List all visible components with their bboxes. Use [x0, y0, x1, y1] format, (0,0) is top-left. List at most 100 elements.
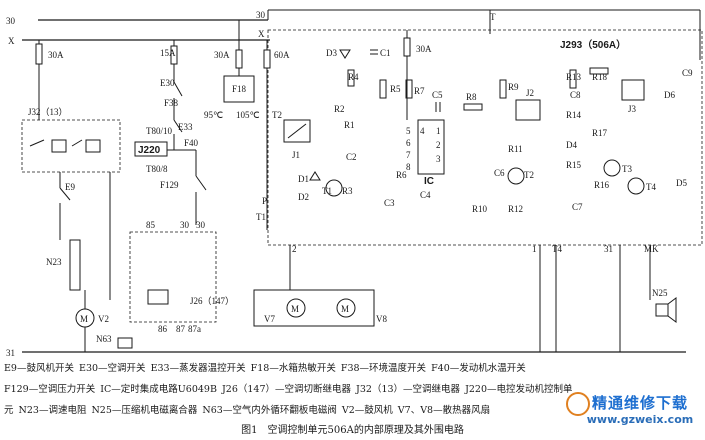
n25-speaker-shape — [667, 297, 677, 323]
v7-motor-m: M — [291, 304, 299, 314]
f18-label: F18 — [232, 84, 247, 94]
pin31-label: 31 — [604, 244, 613, 254]
pin87-label: 87 — [176, 324, 186, 334]
ic-pin-8: 8 — [406, 162, 411, 172]
legend-line-1: E9—鼓风机开关 E30—空调开关 E33—蒸发器温控开关 F18—水箱热敏开关… — [4, 358, 701, 379]
f18-thermo-switch — [223, 75, 255, 103]
legend-j32: J32（13）—空调继电器 — [356, 384, 461, 395]
t4-transistor — [627, 177, 645, 195]
r18-resistor — [589, 67, 609, 75]
v8-motor-m: M — [341, 304, 349, 314]
pin30-j26-label: 30 — [196, 220, 206, 230]
ic-pin-4: 4 — [420, 126, 425, 136]
fuse-60a — [263, 49, 271, 69]
j220-label: J220 — [138, 145, 161, 156]
v7-label: V7 — [264, 314, 275, 324]
r14-label: R14 — [566, 110, 582, 120]
fuse-30a-mid-label: 30A — [214, 50, 230, 60]
d3-diode — [339, 49, 351, 59]
v2-label: V2 — [98, 314, 109, 324]
c6-label: C6 — [494, 168, 505, 178]
pin30-mid-label: 30 — [180, 220, 190, 230]
r9-label: R9 — [508, 82, 519, 92]
n63-label: N63 — [96, 334, 112, 344]
d2-label: D2 — [298, 192, 309, 202]
j32-relay-outline — [21, 119, 121, 173]
t80-10-label: T80/10 — [146, 126, 172, 136]
d6-label: D6 — [664, 90, 675, 100]
j1-label: J1 — [292, 150, 300, 160]
c2-label: C2 — [346, 152, 357, 162]
legend-j220-cont: 元 — [4, 405, 14, 416]
j3-label: J3 — [628, 104, 637, 114]
t2-label: T2 — [272, 110, 282, 120]
j293-label: J293（506A） — [560, 38, 626, 51]
legend-f38: F38—环境温度开关 — [340, 363, 427, 374]
legend-v2: V2—鼓风机 — [341, 405, 393, 416]
n23-resistor — [69, 239, 81, 291]
r5-label: R5 — [390, 84, 401, 94]
watermark-url: www.gzweix.com — [586, 413, 694, 426]
ic-pin-6: 6 — [406, 138, 411, 148]
v8-label: V8 — [376, 314, 387, 324]
fuse-30a-left-label: 30A — [48, 50, 64, 60]
ic-pin-5: 5 — [406, 126, 411, 136]
ic-chip — [417, 119, 445, 175]
t1-label: T1 — [256, 212, 266, 222]
t1-transistor — [325, 179, 343, 197]
r16-label: R16 — [594, 180, 610, 190]
bus-31-label: 31 — [6, 348, 15, 358]
t4-pin-label: T4 — [552, 244, 562, 254]
legend-j220: J220—电控发动机控制单 — [465, 384, 573, 395]
f129-label: F129 — [160, 180, 179, 190]
legend-ic: IC—定时集成电路U6049B — [100, 384, 217, 395]
t105-label: 105℃ — [236, 110, 260, 120]
bus-30-label: 30 — [6, 16, 16, 26]
j2-relay — [515, 99, 541, 121]
fuse-15a-label: 15A — [160, 48, 176, 58]
j32-coil-2 — [85, 139, 101, 153]
legend-n23: N23—调速电阻 — [18, 405, 87, 416]
watermark: 精通维修下载 www.gzweix.com — [581, 392, 699, 426]
legend-j26: J26（147）—空调切断继电器 — [221, 384, 352, 395]
r5-resistor — [379, 79, 387, 99]
pin1-label: 1 — [532, 244, 537, 254]
ic-pin-7: 7 — [406, 150, 411, 160]
t95-label: 95℃ — [204, 110, 223, 120]
r4-label: R4 — [348, 72, 359, 82]
t80-8-label: T80/8 — [146, 164, 168, 174]
bus-t-label: T — [490, 12, 496, 22]
r1-resistor — [347, 69, 355, 87]
fuse-60a-label: 60A — [274, 50, 290, 60]
d4-label: D4 — [566, 140, 577, 150]
r6-label: R6 — [396, 170, 407, 180]
v7-fan-motor — [286, 298, 306, 318]
pin86-label: 86 — [158, 324, 168, 334]
f129-switch — [195, 175, 207, 191]
j32-label: J32（13） — [28, 107, 68, 117]
schematic: J293（506A） 30A J32（13） E9 N23 M V2 15A E… — [6, 9, 703, 358]
r11-label: R11 — [508, 144, 523, 154]
v2-motor-m: M — [80, 314, 88, 324]
ic-label: IC — [424, 176, 434, 187]
r1-label: R1 — [344, 120, 355, 130]
watermark-text: 精通维修下载 — [591, 394, 688, 412]
j26-coil — [147, 289, 169, 305]
n23-label: N23 — [46, 257, 62, 267]
pin87a-label: 87a — [188, 324, 201, 334]
n63-valve — [117, 337, 133, 349]
r18-label: R18 — [592, 72, 608, 82]
d3-label: D3 — [326, 48, 337, 58]
c7-label: C7 — [572, 202, 583, 212]
d1-diode — [309, 171, 321, 181]
r17-label: R17 — [592, 128, 608, 138]
legend-e9: E9—鼓风机开关 — [4, 363, 74, 374]
n25-label: N25 — [652, 288, 668, 298]
c1-label: C1 — [380, 48, 391, 58]
c3-label: C3 — [384, 198, 395, 208]
r3-label: R3 — [342, 186, 353, 196]
fuse-30a-left — [35, 43, 43, 65]
r2-label: R2 — [334, 104, 345, 114]
r12-label: R12 — [508, 204, 523, 214]
j26-relay-outline — [129, 231, 217, 323]
